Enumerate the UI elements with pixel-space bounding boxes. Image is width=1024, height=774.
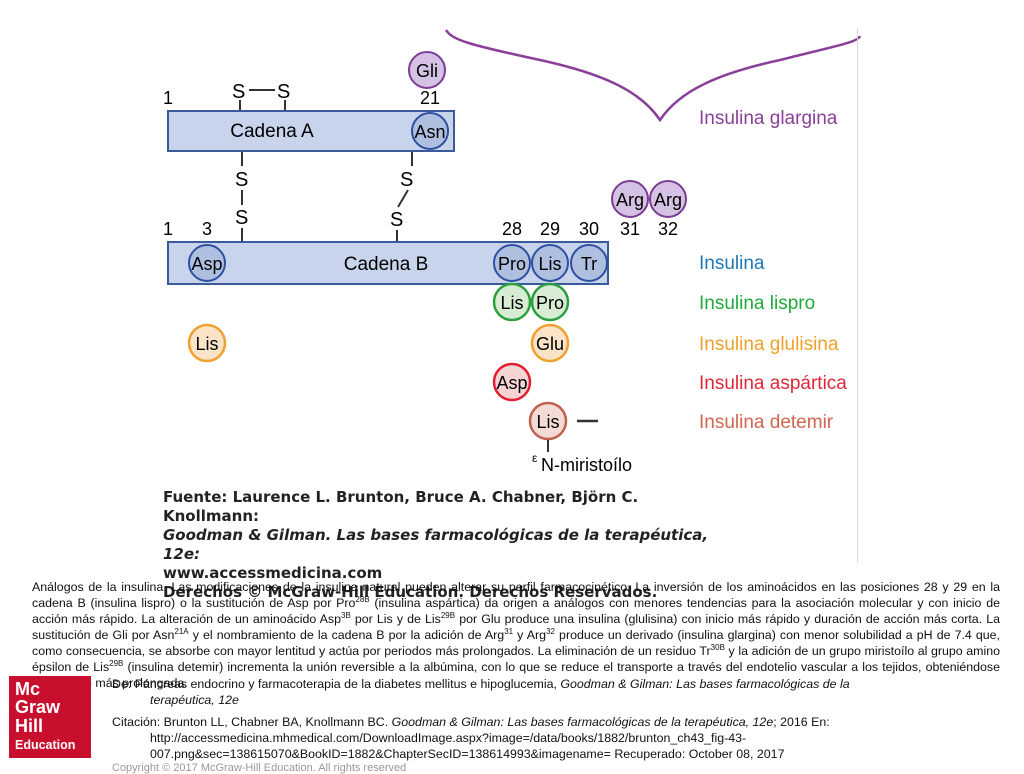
citation-url-1: http://accessmedicina.mhmedical.com/Down… [150,731,747,745]
citation-prefix: Citación: Brunton LL, Chabner BA, Knollm… [112,715,392,729]
caption-text: y el nombramiento de la cadena B por la … [188,628,505,642]
pos-b29: 29 [540,219,560,239]
lispro-pro-label: Pro [536,293,564,313]
residue-asn-label: Asn [414,122,445,142]
caption-sup: 3B [341,610,351,620]
caption-sup: 31 [504,626,514,636]
glulisina-lis-circle [187,323,227,363]
figure-divider [857,28,858,563]
interchain-bond-2-slash [397,189,409,208]
legend-entry: Insulina aspártica [699,373,847,394]
source-line-2: Goodman & Gilman. Las bases farmacológic… [163,526,709,563]
caption-text: produce un derivado (insulina glargina) … [32,628,1000,658]
residue-lis-label: Lis [538,254,561,274]
residue-arg32-label: Arg [654,190,682,210]
pos-b28: 28 [502,219,522,239]
logo-line-3: Hill [15,716,44,736]
residue-tr-label: Tr [581,254,597,274]
legend-entry: Insulina [699,253,765,274]
lispro-lis-label: Lis [500,293,523,313]
source-line-3: www.accessmedicina.com [163,564,383,582]
sulfur-a-left: S [232,81,245,103]
residue-asn-circle [411,112,449,150]
detemir-lis-circle [528,401,568,441]
logo-line-1: Mc [15,679,41,699]
logo-line-4: Education [15,738,76,752]
figure-caption: Análogos de la insulina. Las modificacio… [32,579,1000,691]
insulin-analog-diagram: 1 S S Gli 21 Cadena A Asn S S S S Arg Ar… [163,29,862,475]
caption-text: (insulina aspártica) da origen a análogo… [32,596,1000,626]
aspartica-asp-circle [492,362,532,402]
residue-gli-circle [408,51,446,89]
pos-b1: 1 [163,219,173,239]
legend-entry: Insulina lispro [699,293,815,314]
sulfur-inter-2-top: S [400,169,413,191]
credit-prefix: De: Páncreas endocrino y farmacoterapia … [112,677,561,691]
source-line-1: Fuente: Laurence L. Brunton, Bruce A. Ch… [163,488,639,525]
caption-sup: 21A [174,626,189,636]
pos-a1: 1 [163,88,173,108]
lispro-lis-circle [492,282,532,322]
citation-url-2: 007.png&sec=138615070&BookID=1882&Chapte… [150,747,785,761]
glulisina-lis-label: Lis [195,334,218,354]
residue-pro-circle [493,244,531,282]
caption-sup: 29B [440,610,456,620]
citation: Citación: Brunton LL, Chabner BA, Knollm… [112,714,992,762]
caption-sup: 32 [546,626,555,636]
figure-source: Fuente: Laurence L. Brunton, Bruce A. Ch… [163,488,723,602]
caption-text: por Glu produce una insulina (glulisina)… [32,612,1000,642]
citation-book: Goodman & Gilman: Las bases farmacológic… [391,715,774,729]
sulfur-inter-1-top: S [235,169,248,191]
copyright-notice: Copyright © 2017 McGraw-Hill Education. … [112,762,407,774]
chain-a-bar [167,110,455,152]
pos-b31: 31 [620,219,640,239]
lispro-pro-circle [530,282,570,322]
pos-b32: 32 [658,219,678,239]
caption-text: Análogos de la insulina. Las modificacio… [32,580,1000,610]
legend-entry: Insulina glargina [699,108,838,129]
aspartica-asp-label: Asp [496,373,527,393]
glargina-bracket [444,29,862,123]
legend-entry: Insulina glulisina [699,334,839,355]
residue-asp-label: Asp [191,254,222,274]
residue-lis-circle [531,244,569,282]
sulfur-inter-2-bottom: S [390,209,403,231]
residue-asp-circle [188,244,226,282]
credit-book-2: terapéutica, 12e [150,693,239,707]
logo-line-2: Graw [15,697,61,717]
myristoyl-prefix: ε [532,451,538,465]
chain-a-label: Cadena A [230,121,314,142]
legend-entry: Insulina detemir [699,412,834,433]
sulfur-inter-1-bottom: S [235,207,248,229]
sulfur-a-right: S [277,81,290,103]
residue-arg31-circle [611,180,649,218]
source-line-4: Derechos © McGraw-Hill Education. Derech… [163,583,658,601]
detemir-lis-label: Lis [536,412,559,432]
chapter-credit: De: Páncreas endocrino y farmacoterapia … [112,676,992,708]
residue-pro-label: Pro [498,254,526,274]
caption-sup: 29B [109,658,124,668]
chain-b-label: Cadena B [344,254,429,275]
myristoyl-label: N-miristoílo [541,455,632,475]
residue-gli-label: Gli [416,61,438,81]
residue-tr-circle [570,244,608,282]
caption-text: y la adición de un grupo miristoílo al g… [32,644,1000,674]
pos-a21: 21 [420,88,440,108]
glulisina-glu-label: Glu [536,334,564,354]
glulisina-glu-circle [530,323,570,363]
caption-text: y Arg [513,628,547,642]
caption-sup: 28B [355,594,370,604]
residue-arg32-circle [649,180,687,218]
residue-arg31-label: Arg [616,190,644,210]
credit-book: Goodman & Gilman: Las bases farmacológic… [560,677,850,691]
caption-text: por Lis y de Lis [350,612,441,626]
caption-sup: 30B [710,642,725,652]
citation-suffix: ; 2016 En: [773,715,830,729]
pos-b3: 3 [202,219,212,239]
mcgraw-hill-logo: Mc Graw Hill Education [9,676,91,758]
pos-b30: 30 [579,219,599,239]
